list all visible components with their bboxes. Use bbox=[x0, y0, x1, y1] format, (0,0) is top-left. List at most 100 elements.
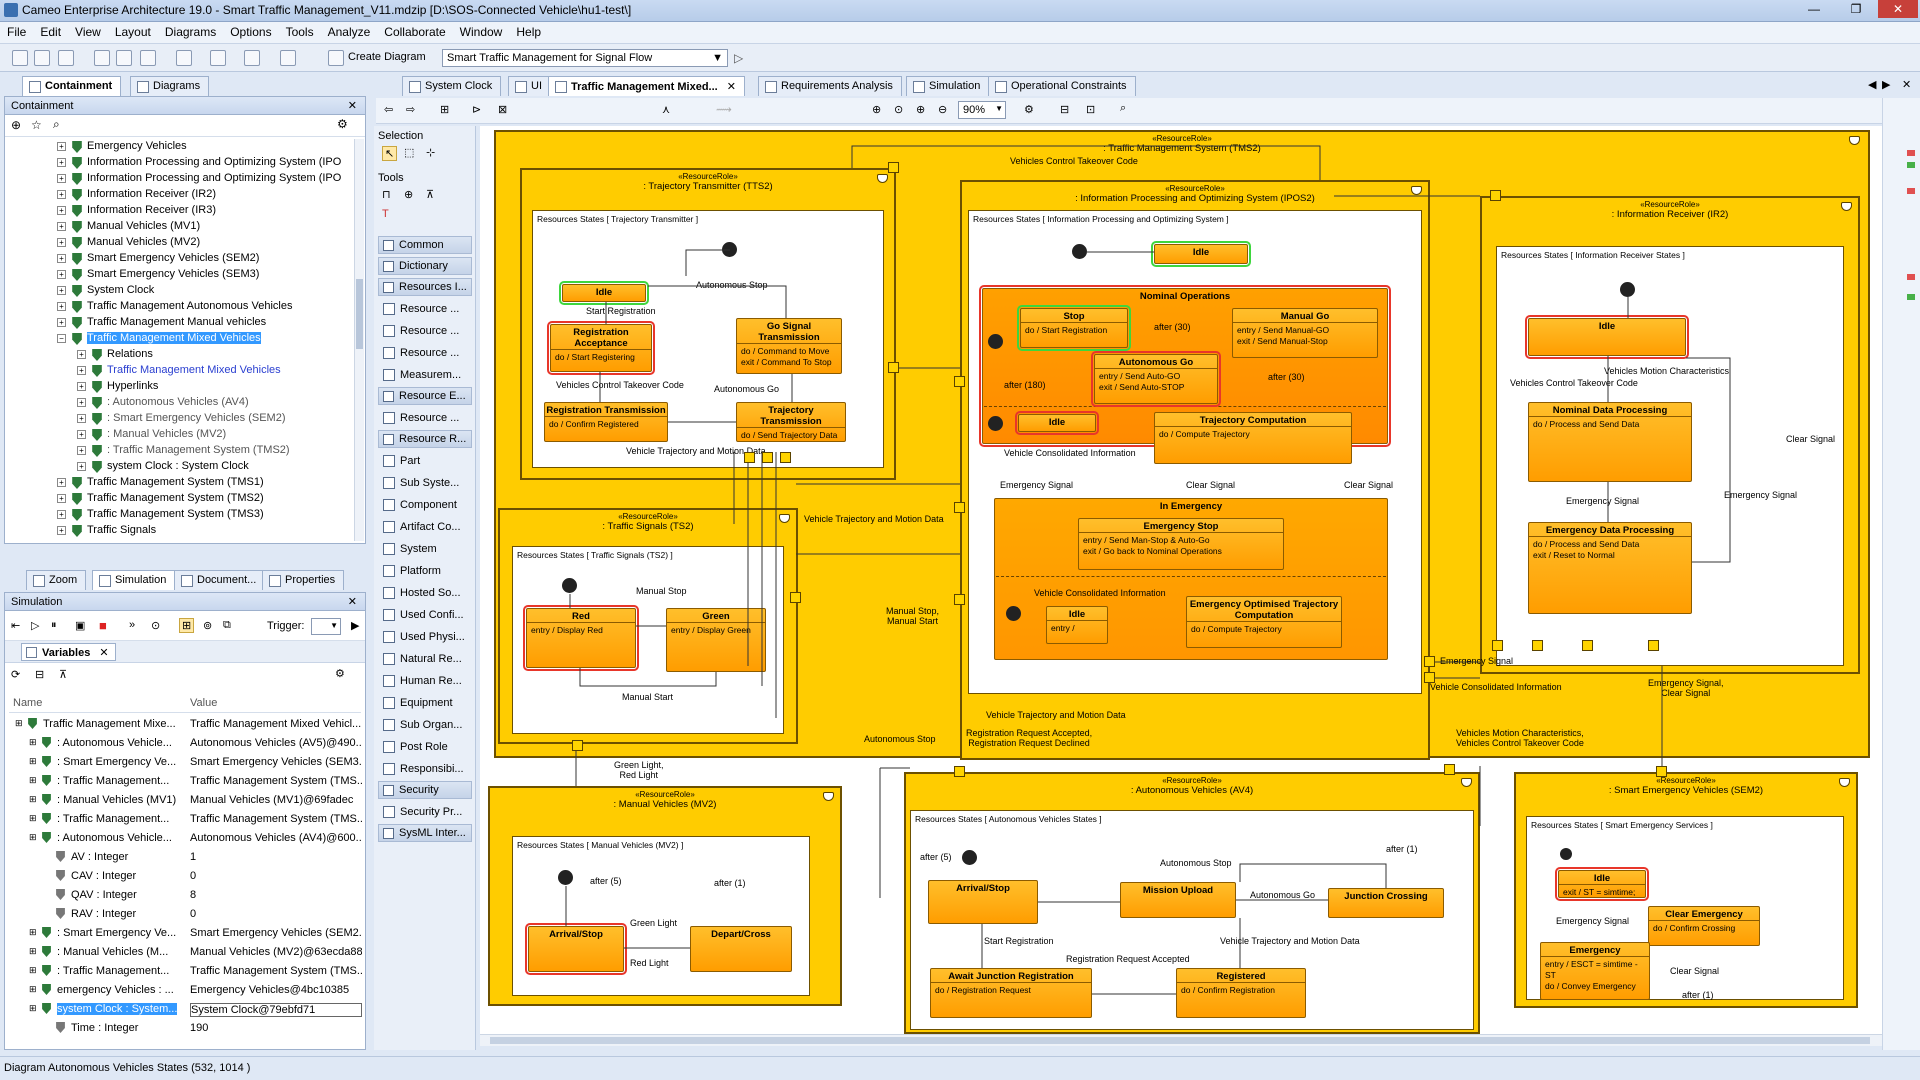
tab-scroll-left-icon[interactable]: ◀ bbox=[1868, 79, 1877, 91]
breakpoint-icon[interactable]: ⊙ bbox=[151, 620, 161, 632]
text-tool-icon[interactable]: T bbox=[382, 208, 389, 220]
variable-row[interactable]: ⊞: Autonomous Vehicle...Autonomous Vehic… bbox=[13, 829, 365, 848]
redo-icon[interactable] bbox=[210, 50, 226, 66]
variable-row[interactable]: ⊞: Traffic Management...Traffic Manageme… bbox=[13, 772, 365, 791]
palette-item[interactable]: Part bbox=[380, 451, 470, 471]
expand-toggle-icon[interactable]: + bbox=[77, 414, 86, 423]
copy-icon[interactable] bbox=[116, 50, 132, 66]
tree-item[interactable]: +Traffic Management System (TMS3) bbox=[5, 507, 353, 523]
editor-tab-traffic-mixed[interactable]: Traffic Management Mixed... ✕ bbox=[548, 76, 745, 96]
tree-item[interactable]: +Traffic Management Manual vehicles bbox=[5, 315, 353, 331]
create-diagram-button[interactable]: Create Diagram bbox=[348, 51, 426, 63]
expand-toggle-icon[interactable]: + bbox=[77, 446, 86, 455]
expand-toggle-icon[interactable]: + bbox=[57, 190, 66, 199]
variable-row[interactable]: ⊞: Traffic Management...Traffic Manageme… bbox=[13, 810, 365, 829]
palette-item[interactable]: Resource ... bbox=[380, 408, 470, 428]
select-icon[interactable]: ⊞ bbox=[440, 104, 450, 116]
display-icon[interactable]: ⊟ bbox=[1060, 104, 1070, 116]
expand-toggle-icon[interactable]: + bbox=[57, 318, 66, 327]
tab-variables[interactable]: Variables ✕ bbox=[21, 643, 116, 661]
send-trigger-icon[interactable]: ▶ bbox=[351, 620, 360, 632]
run-icon[interactable]: ▷ bbox=[31, 620, 40, 632]
tree-item[interactable]: +Smart Emergency Vehicles (SEM3) bbox=[5, 267, 353, 283]
expand-toggle-icon[interactable]: + bbox=[57, 222, 66, 231]
tts-idle-state[interactable]: Idle bbox=[559, 281, 649, 305]
expand-toggle-icon[interactable]: + bbox=[77, 366, 86, 375]
export-icon[interactable]: ⧉ bbox=[223, 619, 231, 631]
layout-icon[interactable]: ⊠ bbox=[498, 104, 508, 116]
expand-toggle-icon[interactable]: ⊞ bbox=[29, 946, 37, 956]
tree-item[interactable]: +system Clock : System Clock bbox=[5, 459, 353, 475]
expand-toggle-icon[interactable]: ⊞ bbox=[29, 775, 37, 785]
tab-simulation[interactable]: Simulation bbox=[92, 570, 176, 590]
editor-tab-requirements[interactable]: Requirements Analysis bbox=[758, 76, 902, 96]
variable-row[interactable]: ⊞emergency Vehicles : ...Emergency Vehic… bbox=[13, 981, 365, 1000]
ipos-idle2-state[interactable]: Idle bbox=[1015, 411, 1099, 435]
stop-icon[interactable]: ■ bbox=[99, 618, 107, 633]
mv-depart-state[interactable]: Depart/Cross bbox=[690, 926, 792, 972]
print-icon[interactable] bbox=[94, 50, 110, 66]
diagram-selector[interactable]: Smart Traffic Management for Signal Flow… bbox=[442, 49, 728, 67]
palette-item[interactable]: Natural Re... bbox=[380, 649, 470, 669]
tree-item[interactable]: +Manual Vehicles (MV2) bbox=[5, 235, 353, 251]
tree-item[interactable]: +Emergency Vehicles bbox=[5, 139, 353, 155]
tab-containment[interactable]: Containment bbox=[22, 76, 122, 96]
expand-toggle-icon[interactable]: − bbox=[57, 334, 66, 343]
variable-row[interactable]: ⊞: Smart Emergency Ve...Smart Emergency … bbox=[13, 924, 365, 943]
menu-view[interactable]: View bbox=[75, 25, 101, 39]
emergency-optimised-state[interactable]: Emergency Optimised Trajectory Computati… bbox=[1186, 596, 1342, 648]
expand-toggle-icon[interactable]: ⊞ bbox=[15, 718, 23, 728]
marquee-icon[interactable]: ⬚ bbox=[404, 147, 415, 159]
tab-close-all-icon[interactable]: ✕ bbox=[1902, 79, 1912, 91]
format-icon[interactable]: ⊡ bbox=[1086, 104, 1096, 116]
palette-item[interactable]: Resource ... bbox=[380, 321, 470, 341]
av-arrival-state[interactable]: Arrival/Stop bbox=[928, 880, 1038, 924]
variable-row[interactable]: ⊞system Clock : System...System Clock@79… bbox=[13, 1000, 365, 1019]
tree-item[interactable]: +: Smart Emergency Vehicles (SEM2) bbox=[5, 411, 353, 427]
layout-tree-icon[interactable]: ⋏ bbox=[662, 104, 671, 116]
collapse-icon[interactable]: ⊼ bbox=[59, 669, 68, 681]
palette-item[interactable]: Resource ... bbox=[380, 343, 470, 363]
step-icon[interactable]: ▣ bbox=[75, 620, 86, 632]
canvas-h-scrollbar[interactable] bbox=[480, 1034, 1882, 1046]
variable-value[interactable]: System Clock@79ebfd71 bbox=[190, 1003, 362, 1017]
ipos-idle-state[interactable]: Idle bbox=[1151, 241, 1251, 267]
zoom-fit-icon[interactable]: ⊕ bbox=[872, 104, 882, 116]
palette-item[interactable]: Sub Organ... bbox=[380, 715, 470, 735]
new-project-icon[interactable] bbox=[12, 50, 28, 66]
palette-item[interactable]: Resources I... bbox=[378, 278, 472, 296]
zoom-in-icon[interactable]: ⊕ bbox=[916, 104, 926, 116]
expand-toggle-icon[interactable]: + bbox=[57, 206, 66, 215]
step-back-icon[interactable]: ⇤ bbox=[11, 620, 21, 632]
palette-item[interactable]: Sub Syste... bbox=[380, 473, 470, 493]
tab-diagrams[interactable]: Diagrams bbox=[130, 76, 210, 96]
pointer-icon[interactable]: ↖ bbox=[382, 146, 398, 161]
expand-toggle-icon[interactable]: ⊞ bbox=[29, 813, 37, 823]
palette-item[interactable]: Platform bbox=[380, 561, 470, 581]
tree-item[interactable]: +Traffic Management System (TMS2) bbox=[5, 491, 353, 507]
palette-item[interactable]: Human Re... bbox=[380, 671, 470, 691]
palette-item[interactable]: Security bbox=[378, 781, 472, 799]
palette-item[interactable]: SysML Inter... bbox=[378, 824, 472, 842]
menu-collaborate[interactable]: Collaborate bbox=[384, 25, 446, 39]
expand-toggle-icon[interactable]: ⊞ bbox=[29, 737, 37, 747]
expand-toggle-icon[interactable]: + bbox=[77, 382, 86, 391]
palette-item[interactable]: Artifact Co... bbox=[380, 517, 470, 537]
navigate-icon[interactable]: ⊳ bbox=[472, 104, 482, 116]
palette-item[interactable]: Measurem... bbox=[380, 365, 470, 385]
tree-item[interactable]: +Hyperlinks bbox=[5, 379, 353, 395]
expand-toggle-icon[interactable]: + bbox=[77, 430, 86, 439]
tree-item[interactable]: +Traffic Signals bbox=[5, 523, 353, 539]
tool-2-icon[interactable]: ⊕ bbox=[404, 189, 414, 201]
close-variables-icon[interactable]: ✕ bbox=[99, 647, 109, 659]
palette-item[interactable]: Security Pr... bbox=[380, 802, 470, 822]
tree-item[interactable]: +System Clock bbox=[5, 283, 353, 299]
editor-tab-system-clock[interactable]: System Clock bbox=[402, 76, 502, 96]
